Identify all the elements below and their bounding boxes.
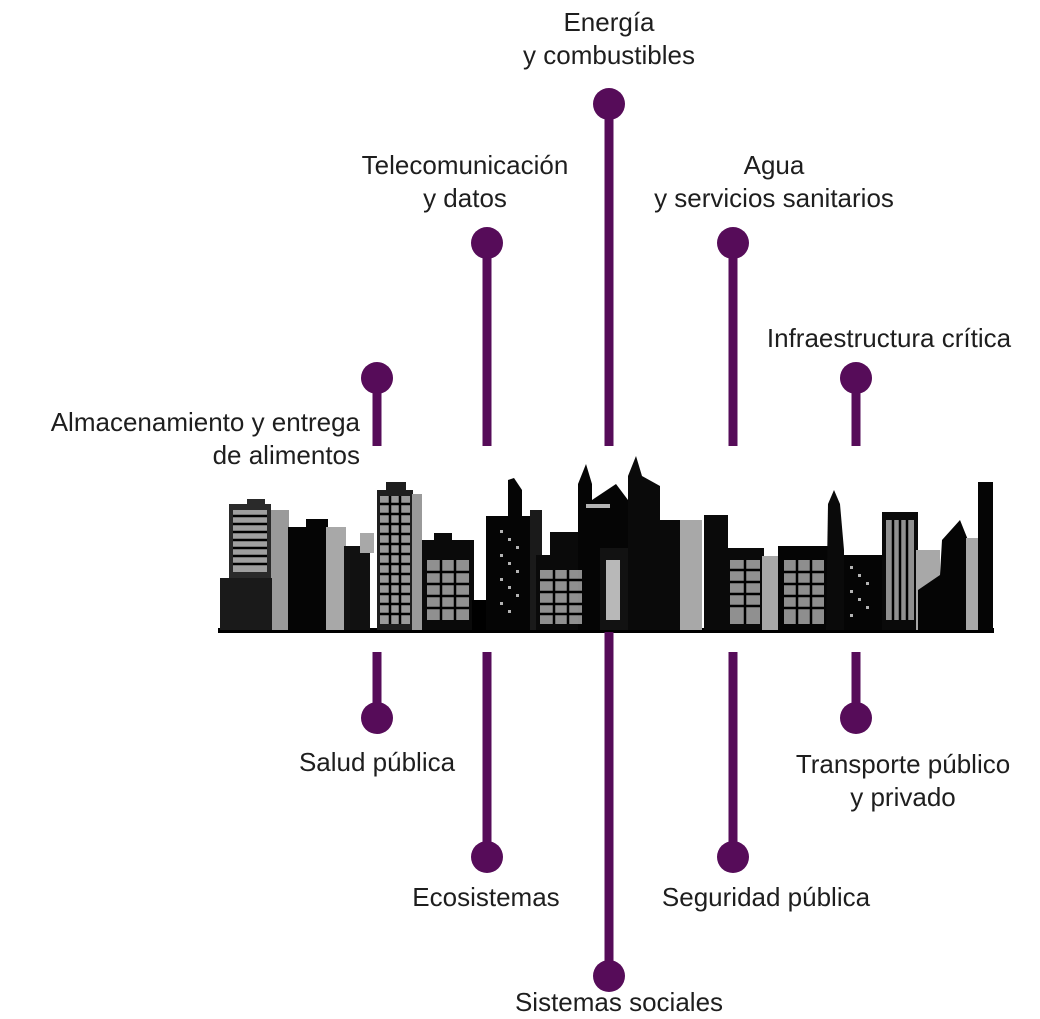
building	[326, 527, 346, 630]
building	[360, 533, 374, 553]
node-dot-telecom	[471, 227, 503, 259]
label-alimentos: Almacenamiento y entrega de alimentos	[4, 406, 360, 472]
building	[918, 520, 968, 630]
label-infraestructura: Infraestructura crítica	[744, 322, 1034, 355]
building	[220, 578, 272, 630]
label-ecosistemas: Ecosistemas	[386, 881, 586, 914]
label-telecom: Telecomunicación y datos	[334, 149, 596, 215]
label-line: Seguridad pública	[661, 882, 871, 912]
label-line: Infraestructura crítica	[766, 323, 1012, 353]
window-grid	[540, 570, 582, 624]
building	[966, 538, 978, 630]
building	[978, 482, 993, 630]
label-line: y privado	[850, 782, 956, 812]
building	[826, 490, 844, 630]
window-dots	[500, 504, 869, 620]
building	[508, 478, 522, 516]
node-dot-transporte	[840, 702, 872, 734]
label-line: Energía	[563, 7, 655, 37]
building	[472, 600, 486, 630]
label-line: y servicios sanitarios	[654, 183, 894, 213]
building	[550, 532, 580, 557]
label-salud: Salud pública	[270, 746, 484, 779]
label-line: de alimentos	[212, 440, 360, 470]
label-line: Ecosistemas	[412, 882, 560, 912]
label-seguridad: Seguridad pública	[630, 881, 902, 914]
building	[844, 555, 882, 630]
city-skyline	[218, 456, 994, 633]
label-energia: Energía y combustibles	[484, 6, 734, 72]
window-mullions	[233, 496, 909, 624]
building	[247, 499, 265, 507]
building	[412, 494, 422, 630]
building	[680, 520, 702, 630]
building	[434, 533, 452, 543]
label-line: Salud pública	[298, 747, 456, 777]
node-dot-infraestructura	[840, 362, 872, 394]
label-line: Almacenamiento y entrega	[50, 407, 360, 437]
building	[306, 519, 328, 529]
label-agua: Agua y servicios sanitarios	[628, 149, 920, 215]
label-line: y datos	[423, 183, 507, 213]
building	[288, 527, 328, 630]
window-grid	[784, 560, 824, 624]
building	[271, 510, 289, 630]
label-line: y combustibles	[523, 40, 695, 70]
building	[386, 482, 406, 492]
node-dot-agua	[717, 227, 749, 259]
label-line: Sistemas sociales	[514, 987, 724, 1017]
window-grid	[380, 496, 410, 624]
label-line: Telecomunicación	[361, 150, 569, 180]
node-dots	[361, 88, 872, 992]
window-grid	[427, 560, 469, 620]
node-dot-seguridad	[717, 841, 749, 873]
node-dot-sociales	[593, 960, 625, 992]
node-dot-energia	[593, 88, 625, 120]
building	[344, 546, 370, 630]
label-transporte: Transporte público y privado	[770, 748, 1036, 814]
label-line: Transporte público	[795, 749, 1011, 779]
node-dot-alimentos	[361, 362, 393, 394]
node-dot-ecosistemas	[471, 841, 503, 873]
label-line: Agua	[743, 150, 805, 180]
connector-lines	[372, 104, 861, 976]
ground-line	[218, 628, 994, 633]
node-dot-salud	[361, 702, 393, 734]
label-sociales: Sistemas sociales	[488, 986, 750, 1019]
building	[628, 456, 660, 630]
building	[762, 556, 780, 630]
